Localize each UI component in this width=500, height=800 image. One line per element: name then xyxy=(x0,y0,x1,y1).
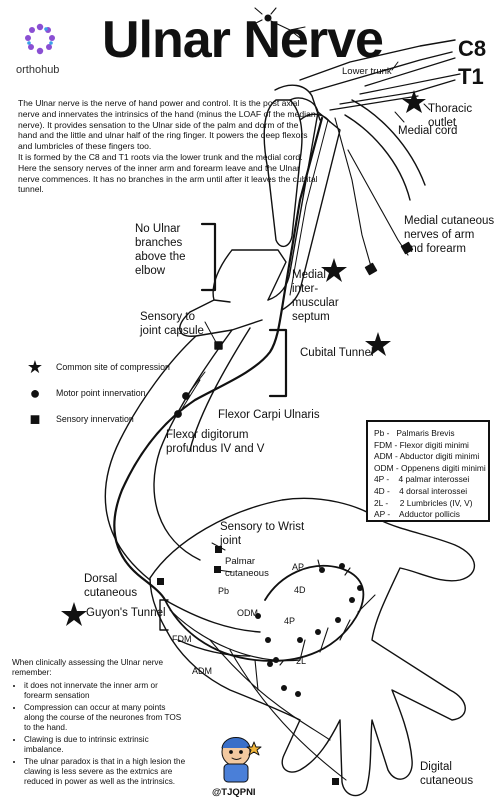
neuron-icon xyxy=(253,7,306,39)
label-palmar-cutaneous: Palmar cutaneous xyxy=(225,556,269,579)
legend-item: Pb - Palmaris Brevis xyxy=(374,428,455,438)
legend-item: FDM - Flexor digiti minimi xyxy=(374,439,469,450)
note-item: The ulnar paradox is that in a high lesi… xyxy=(24,757,187,788)
legend-item: 2L - 2 Lumbricles (IV, V) xyxy=(374,497,473,508)
star-icon xyxy=(402,90,426,113)
intro-paragraph: The Ulnar nerve is the nerve of hand pow… xyxy=(18,98,316,152)
star-icon: ★ xyxy=(26,356,44,377)
doctor-avatar xyxy=(221,737,262,783)
label-wrist-joint: Sensory to Wrist joint xyxy=(220,521,305,547)
hand-label-odm: ODM xyxy=(237,608,258,618)
page-title: Ulnar Nerve xyxy=(102,11,384,69)
key-row-motor: ● Motor point innervation xyxy=(24,380,170,406)
legend-item: ODM - Oppenens digiti minimi xyxy=(374,462,486,473)
intro-text: The Ulnar nerve is the nerve of hand pow… xyxy=(18,98,318,195)
legend-item: 4D - 4 dorsal interossei xyxy=(374,485,468,496)
key-text: Common site of compression xyxy=(56,362,170,372)
label-joint-capsule: Sensory to joint capsule xyxy=(140,311,204,337)
note-item: it does not innervate the inner arm or f… xyxy=(24,681,187,702)
abbreviation-legend: Pb - Palmaris Brevis FDM - Flexor digiti… xyxy=(366,420,490,522)
hand-label-pb: Pb xyxy=(218,586,230,596)
symbol-key: ★ Common site of compression ● Motor poi… xyxy=(24,354,170,432)
brand-name: orthohub xyxy=(16,64,60,76)
key-text: Sensory innervation xyxy=(56,414,134,424)
circle-icon: ● xyxy=(29,382,41,403)
legend-item: AP - Adductor pollicis xyxy=(374,509,460,520)
hand-label-ap: AP xyxy=(292,562,305,572)
legend-item: ADM - Abductor digiti minimi xyxy=(374,451,480,462)
label-medial-cutaneous: Medial cutaneous nerves of arm and forea… xyxy=(404,215,495,255)
label-lower-trunk: Lower trunk xyxy=(342,66,392,77)
label-dorsal-cutaneous: Dorsal cutaneous xyxy=(84,573,138,599)
key-row-sensory: ■ Sensory innervation xyxy=(24,406,170,432)
label-digital-cutaneous: Digital cutaneous xyxy=(420,761,474,787)
label-fcu: Flexor Carpi Ulnaris xyxy=(218,409,320,421)
star-icon xyxy=(61,602,87,626)
square-icon: ■ xyxy=(29,408,41,429)
hand-label-fdm: FDM xyxy=(172,634,192,644)
root-t1: T1 xyxy=(458,64,484,89)
note-item: Compression can occur at many points alo… xyxy=(24,703,187,734)
intro-paragraph: It is formed by the C8 and T1 roots via … xyxy=(18,151,318,195)
label-thoracic-outlet: Thoracic outlet xyxy=(428,103,473,129)
hand-label-4d: 4D xyxy=(294,585,306,595)
label-medial-septum: Medial inter-muscular septum xyxy=(292,269,339,323)
note-item: Clawing is due to intrinsic extrinsic im… xyxy=(24,735,187,756)
label-fdp: Flexor digitorum profundus IV and V xyxy=(166,429,265,455)
key-text: Motor point innervation xyxy=(56,388,146,398)
root-c8: C8 xyxy=(458,36,487,61)
label-cubital-tunnel: Cubital Tunnel xyxy=(300,347,374,359)
notes-intro: When clinically assessing the Ulnar nerv… xyxy=(12,658,164,678)
label-medial-cord: Medial cord xyxy=(398,125,458,137)
label-guyons-tunnel: Guyon's Tunnel xyxy=(86,607,166,619)
key-row-compression: ★ Common site of compression xyxy=(24,354,170,380)
clinical-notes: When clinically assessing the Ulnar nerv… xyxy=(12,658,187,789)
hand-label-adm: ADM xyxy=(192,666,212,676)
hand-label-2l: 2L xyxy=(296,656,307,666)
hand-label-4p: 4P xyxy=(284,616,296,626)
star-icon xyxy=(321,258,347,282)
star-icon xyxy=(365,332,391,356)
author-handle: @TJQPNI xyxy=(212,787,256,798)
legend-item: 4P - 4 palmar interossei xyxy=(374,474,470,485)
label-no-branches: No Ulnar branches above the elbow xyxy=(135,223,186,277)
